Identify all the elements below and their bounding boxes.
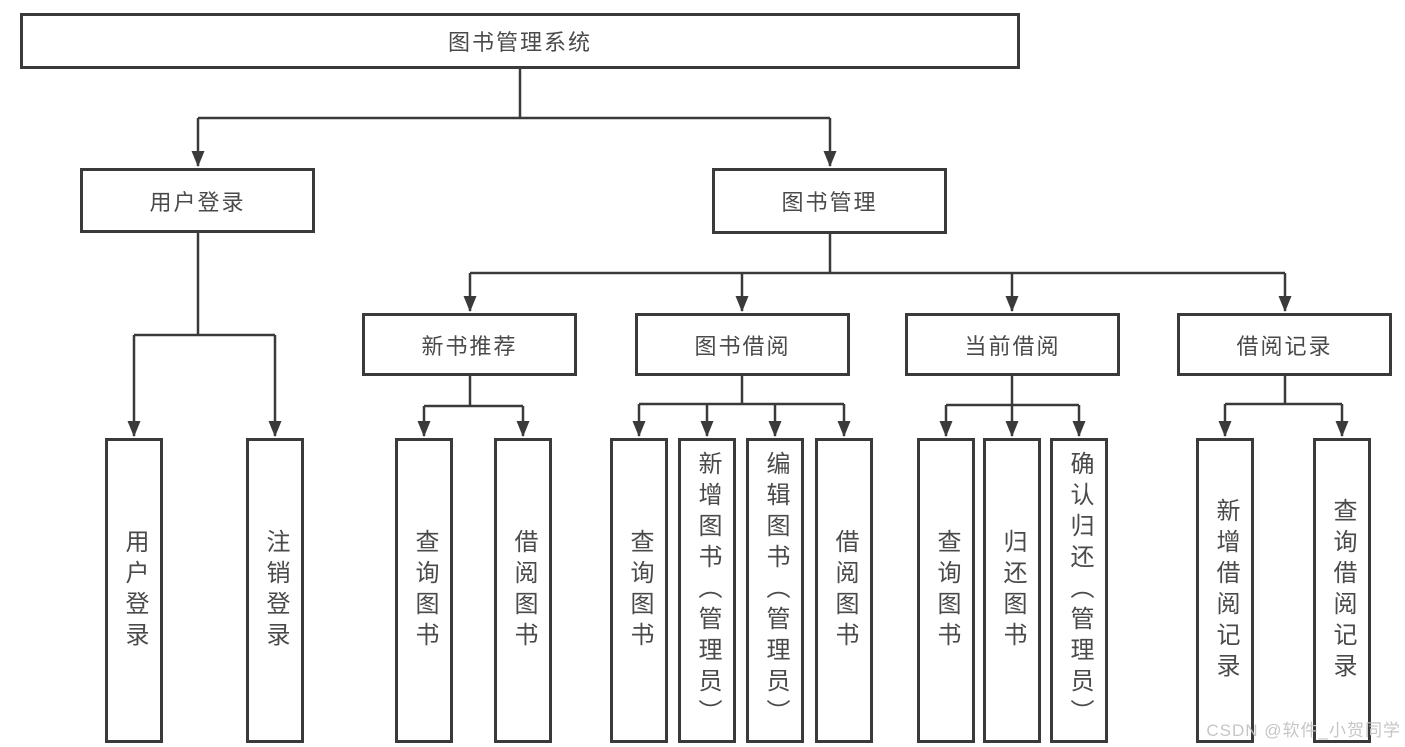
leaf-query-borrow-record: 查询借阅记录	[1313, 438, 1371, 743]
node-book-borrow: 图书借阅	[635, 313, 850, 376]
leaf-borrow-books-2: 借阅图书	[815, 438, 873, 743]
leaf-borrow-books-1: 借阅图书	[494, 438, 552, 743]
leaf-confirm-return-admin: 确认归还（管理员）	[1050, 438, 1108, 743]
node-current-borrow: 当前借阅	[905, 313, 1120, 376]
node-borrow-records: 借阅记录	[1177, 313, 1392, 376]
node-user-login: 用户登录	[80, 168, 315, 233]
connector-elbows	[134, 69, 1342, 408]
leaf-add-borrow-record: 新增借阅记录	[1196, 438, 1254, 743]
leaf-query-books-2: 查询图书	[610, 438, 668, 743]
leaf-query-books-1: 查询图书	[395, 438, 453, 743]
csdn-watermark: CSDN @软件_小贺同学	[1206, 721, 1401, 740]
leaf-user-login: 用户登录	[105, 438, 163, 743]
leaf-return-books: 归还图书	[983, 438, 1041, 743]
leaf-edit-books-admin: 编辑图书（管理员）	[746, 438, 804, 743]
node-new-book-recommend: 新书推荐	[362, 313, 577, 376]
node-root-system: 图书管理系统	[20, 13, 1020, 69]
node-book-management: 图书管理	[712, 168, 947, 234]
leaf-query-books-3: 查询图书	[917, 438, 975, 743]
leaf-add-books-admin: 新增图书（管理员）	[678, 438, 736, 743]
leaf-logout: 注销登录	[246, 438, 304, 743]
